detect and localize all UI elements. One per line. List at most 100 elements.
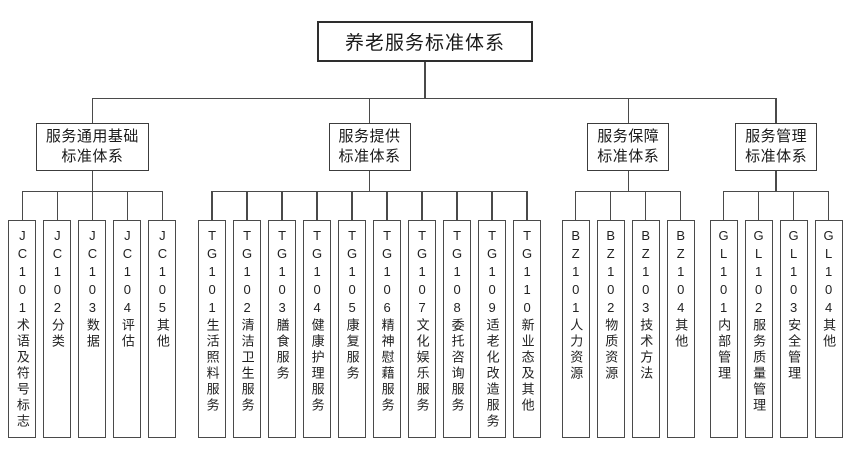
- leaf-node: JC101术语及符号标志: [8, 219, 37, 438]
- leaf-node: TG108委托咨询服务: [443, 219, 472, 438]
- leaf-label: TG102清洁卫生服务: [239, 227, 255, 414]
- leaf-subtree: JC101术语及符号标志: [5, 190, 40, 438]
- leaf-label: TG109适老化改造服务: [484, 227, 500, 430]
- leaf-drop-connector: [827, 190, 830, 220]
- leaf-drop-connector: [246, 190, 248, 220]
- leaf-drop-connector: [456, 190, 458, 220]
- leaf-subtree: GL104其他: [811, 190, 846, 438]
- leaf-label: GL102服务质量管理: [751, 227, 767, 414]
- leaf-subtree: JC102分类: [39, 190, 75, 438]
- leaves-row: BZ101人力资源 BZ102物质资源 BZ103技术方法 BZ104其他: [558, 190, 698, 438]
- leaf-drop-connector: [491, 190, 493, 220]
- leaf-subtree: TG106精神慰藉服务: [369, 190, 405, 438]
- group-stem-connector: [627, 170, 629, 191]
- leaf-label: JC105其他: [154, 227, 170, 350]
- group-subtree: 服务提供 标准体系 TG101生活照料服务 TG102清洁卫生服务 TG103膳…: [184, 98, 555, 438]
- leaf-drop-connector: [757, 190, 760, 220]
- group-node: 服务保障 标准体系: [587, 123, 670, 171]
- leaf-subtree: BZ102物质资源: [593, 190, 629, 438]
- leaf-node: TG107文化娱乐服务: [408, 219, 437, 438]
- leaf-drop-connector: [126, 190, 129, 220]
- leaf-subtree: JC104评估: [109, 190, 145, 438]
- leaf-label: TG105康复服务: [344, 227, 360, 382]
- leaf-label: GL103安全管理: [786, 227, 802, 382]
- leaf-node: BZ103技术方法: [631, 219, 660, 438]
- leaf-subtree: BZ101人力资源: [558, 190, 594, 438]
- leaf-subtree: TG103膳食服务: [264, 190, 300, 438]
- leaf-drop-connector: [351, 190, 353, 220]
- leaf-drop-connector: [645, 190, 647, 220]
- leaf-node: BZ104其他: [666, 219, 695, 438]
- leaves-row: TG101生活照料服务 TG102清洁卫生服务 TG103膳食服务 TG104健…: [195, 190, 545, 438]
- group-stem-connector: [775, 170, 777, 191]
- leaf-node: BZ102物质资源: [596, 219, 625, 438]
- leaves-row: GL101内部管理 GL102服务质量管理 GL103安全管理 GL104其他: [706, 190, 846, 438]
- leaf-label: GL104其他: [821, 227, 837, 350]
- leaf-drop-connector: [421, 190, 423, 220]
- leaf-node: JC105其他: [148, 219, 177, 438]
- leaf-drop-connector: [316, 190, 318, 220]
- leaf-subtree: TG101生活照料服务: [195, 190, 230, 438]
- leaf-subtree: GL101内部管理: [706, 190, 742, 438]
- leaf-label: TG104健康护理服务: [309, 227, 325, 414]
- group-drop-connector: [627, 98, 629, 123]
- leaf-node: GL103安全管理: [779, 219, 808, 438]
- root-node: 养老服务标准体系: [316, 21, 533, 62]
- leaf-node: JC103数据: [78, 219, 107, 438]
- leaf-subtree: TG109适老化改造服务: [474, 190, 510, 438]
- leaf-drop-connector: [610, 190, 612, 220]
- leaf-node: TG103膳食服务: [268, 219, 297, 438]
- leaf-drop-connector: [575, 190, 577, 220]
- leaf-subtree: JC105其他: [144, 190, 180, 438]
- leaf-node: GL104其他: [814, 219, 843, 438]
- leaf-node: TG102清洁卫生服务: [233, 219, 262, 438]
- leaf-label: JC103数据: [84, 227, 100, 350]
- leaf-node: TG109适老化改造服务: [478, 219, 507, 438]
- leaf-label: JC101术语及符号标志: [14, 227, 30, 430]
- leaf-drop-connector: [161, 190, 164, 220]
- leaf-node: GL102服务质量管理: [744, 219, 773, 438]
- leaf-node: TG101生活照料服务: [198, 219, 227, 438]
- leaf-drop-connector: [722, 190, 725, 220]
- leaf-drop-connector: [526, 190, 528, 220]
- leaf-label: BZ103技术方法: [638, 227, 654, 382]
- leaf-node: TG104健康护理服务: [303, 219, 332, 438]
- leaf-label: TG110新业态及其他: [519, 227, 535, 414]
- leaf-drop-connector: [21, 190, 24, 220]
- group-drop-connector: [91, 98, 94, 123]
- leaf-subtree: JC103数据: [74, 190, 110, 438]
- leaf-node: GL101内部管理: [709, 219, 738, 438]
- group-subtree: 服务通用基础 标准体系 JC101术语及符号标志 JC102分类 JC103数据…: [0, 98, 185, 438]
- leaf-drop-connector: [211, 190, 213, 220]
- leaf-label: TG107文化娱乐服务: [414, 227, 430, 414]
- leaf-node: TG106精神慰藉服务: [373, 219, 402, 438]
- group-node: 服务通用基础 标准体系: [35, 123, 149, 171]
- group-stem-connector: [91, 170, 94, 191]
- leaf-subtree: TG102清洁卫生服务: [229, 190, 265, 438]
- leaf-drop-connector: [56, 190, 59, 220]
- group-node: 服务提供 标准体系: [328, 123, 411, 171]
- leaf-node: BZ101人力资源: [561, 219, 590, 438]
- leaf-drop-connector: [386, 190, 388, 220]
- leaf-subtree: TG108委托咨询服务: [439, 190, 475, 438]
- level2-row: 服务通用基础 标准体系 JC101术语及符号标志 JC102分类 JC103数据…: [0, 98, 850, 438]
- leaf-label: JC104评估: [119, 227, 135, 350]
- leaf-node: JC104评估: [113, 219, 142, 438]
- leaf-label: GL101内部管理: [716, 227, 732, 382]
- leaf-label: TG106精神慰藉服务: [379, 227, 395, 414]
- leaf-drop-connector: [680, 190, 682, 220]
- leaf-label: BZ104其他: [673, 227, 689, 350]
- leaf-subtree: TG107文化娱乐服务: [404, 190, 440, 438]
- leaf-drop-connector: [792, 190, 795, 220]
- leaves-row: JC101术语及符号标志 JC102分类 JC103数据 JC104评估 JC1…: [5, 190, 180, 438]
- leaf-node: TG105康复服务: [338, 219, 367, 438]
- leaf-subtree: TG104健康护理服务: [299, 190, 335, 438]
- leaf-subtree: BZ104其他: [663, 190, 698, 438]
- leaf-label: TG103膳食服务: [274, 227, 290, 382]
- leaf-label: TG108委托咨询服务: [449, 227, 465, 414]
- root-stem-connector: [424, 62, 426, 98]
- leaf-node: TG110新业态及其他: [513, 219, 542, 438]
- leaf-label: BZ102物质资源: [603, 227, 619, 382]
- leaf-label: TG101生活照料服务: [204, 227, 220, 414]
- group-subtree: 服务保障 标准体系 BZ101人力资源 BZ102物质资源 BZ103技术方法 …: [554, 98, 703, 438]
